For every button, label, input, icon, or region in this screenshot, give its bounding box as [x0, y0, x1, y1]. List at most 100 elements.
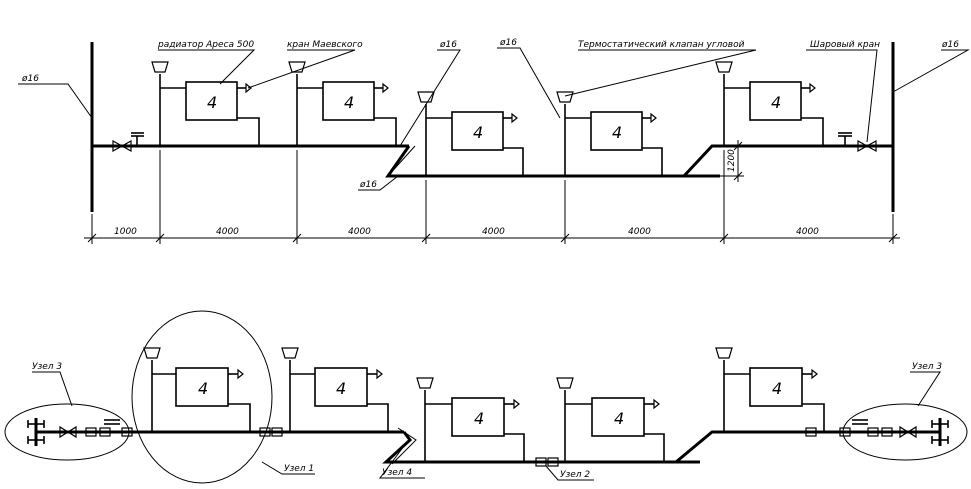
label-pipe-right: ø16 — [941, 40, 959, 50]
offset-helper — [391, 427, 417, 465]
air-vent-icon — [511, 112, 518, 124]
dim-4000-c: 4000 — [482, 227, 505, 237]
dim-4000-a: 4000 — [216, 227, 239, 237]
dimension-chain: 1000 4000 4000 4000 4000 4000 — [84, 150, 900, 244]
end-assembly-right — [852, 418, 949, 446]
thermo-valve-icon — [288, 61, 306, 73]
radiator-number: 4 — [772, 379, 782, 398]
label-node-2: Узел 2 — [560, 470, 590, 480]
dim-4000-e: 4000 — [796, 227, 819, 237]
radiator-unit-b5: 4 — [715, 347, 825, 432]
leader-pipe-left — [18, 83, 93, 119]
thermo-valve-icon — [715, 61, 733, 73]
radiator-number: 4 — [614, 409, 624, 428]
radiator-box — [749, 367, 803, 407]
top-scheme: 4 4 4 — [18, 38, 970, 244]
radiator-unit-4: 4 — [556, 91, 663, 176]
radiator-box — [185, 81, 238, 121]
label-pipe-low: ø16 — [359, 180, 377, 190]
label-node-1: Узел 1 — [284, 464, 314, 474]
leader-pipe-mid2 — [497, 47, 561, 119]
thermo-valve-icon — [715, 347, 733, 359]
radiator-number: 4 — [336, 379, 346, 398]
label-radiator: радиатор Ареса 500 — [157, 40, 254, 50]
air-vent-icon — [513, 398, 520, 410]
label-node-4: Узел 4 — [382, 468, 412, 478]
radiator-number: 4 — [474, 409, 484, 428]
thermo-valve-icon — [143, 347, 161, 359]
radiator-box — [451, 111, 504, 151]
leader-pipe-low — [358, 175, 399, 191]
level-dim-label: 1200 — [727, 149, 737, 172]
offset-helper — [387, 145, 416, 177]
dim-4000-b: 4000 — [348, 227, 371, 237]
node-1-ellipse — [131, 310, 273, 484]
air-vent-icon — [376, 368, 383, 380]
radiator-box — [175, 367, 229, 407]
radiator-unit-b3: 4 — [416, 377, 525, 462]
thermo-valve-icon — [151, 61, 169, 73]
leader-mayevsky — [247, 49, 356, 89]
air-vent-icon — [382, 82, 389, 94]
bottom-scheme: 4 4 4 — [4, 310, 968, 484]
air-vent-icon — [245, 82, 252, 94]
label-thermo-valve: Термостатический клапан угловой — [578, 40, 745, 50]
supply-offset-right — [682, 144, 893, 178]
air-vent-icon — [650, 112, 657, 124]
supply-offset-left — [382, 431, 700, 464]
thermo-valve-icon — [556, 377, 574, 389]
radiator-unit-2: 4 — [288, 61, 397, 146]
label-pipe-left: ø16 — [21, 74, 39, 84]
radiator-box — [322, 81, 375, 121]
label-pipe-mid2: ø16 — [499, 38, 517, 48]
thermo-valve-icon — [417, 91, 435, 103]
leader-radiator — [158, 49, 256, 85]
fittings — [121, 427, 851, 467]
label-ball-valve: Шаровый кран — [810, 40, 880, 50]
radiator-unit-b4: 4 — [556, 377, 665, 462]
radiator-number: 4 — [473, 123, 483, 142]
supply-offset-left — [385, 145, 720, 178]
supply-offset-right — [675, 430, 940, 464]
radiator-box — [591, 397, 645, 437]
dim-1000: 1000 — [114, 227, 137, 237]
air-vent-icon — [809, 82, 816, 94]
radiator-number: 4 — [198, 379, 208, 398]
radiator-unit-b1: 4 — [143, 347, 251, 432]
radiator-box — [314, 367, 368, 407]
radiator-unit-5: 4 — [715, 61, 824, 146]
air-vent-icon — [653, 398, 660, 410]
air-vent-icon — [237, 368, 244, 380]
radiator-box — [451, 397, 505, 437]
leader-thermo-valve — [564, 49, 757, 97]
leader-pipe-mid1 — [399, 49, 461, 147]
ball-valve-left — [112, 132, 144, 153]
radiator-number: 4 — [771, 93, 781, 112]
node-labels: Узел 3 Узел 3 Узел 1 Узел 4 Узел 2 — [32, 362, 942, 481]
end-assembly-left — [27, 418, 120, 446]
leader-ball-valve — [806, 49, 878, 143]
radiator-number: 4 — [207, 93, 217, 112]
label-pipe-mid1: ø16 — [439, 40, 457, 50]
leaders: ø16 радиатор Ареса 500 кран Маевского ø1… — [18, 38, 970, 191]
thermo-valve-icon — [416, 377, 434, 389]
label-node-3-left: Узел 3 — [32, 362, 62, 372]
radiator-number: 4 — [344, 93, 354, 112]
radiator-unit-1: 4 — [151, 61, 260, 146]
air-vent-icon — [811, 368, 818, 380]
radiator-unit-b2: 4 — [281, 347, 389, 432]
radiator-box — [749, 81, 802, 121]
label-mayevsky: кран Маевского — [287, 40, 363, 50]
ball-valve-right — [838, 132, 877, 153]
thermo-valve-icon — [556, 91, 574, 103]
leader-pipe-right — [892, 49, 970, 93]
radiator-box — [590, 111, 643, 151]
dim-4000-d: 4000 — [628, 227, 651, 237]
thermo-valve-icon — [281, 347, 299, 359]
label-node-3-right: Узел 3 — [912, 362, 942, 372]
level-dimension: 1200 — [712, 140, 744, 182]
radiator-number: 4 — [612, 123, 622, 142]
radiator-unit-3: 4 — [417, 91, 524, 176]
